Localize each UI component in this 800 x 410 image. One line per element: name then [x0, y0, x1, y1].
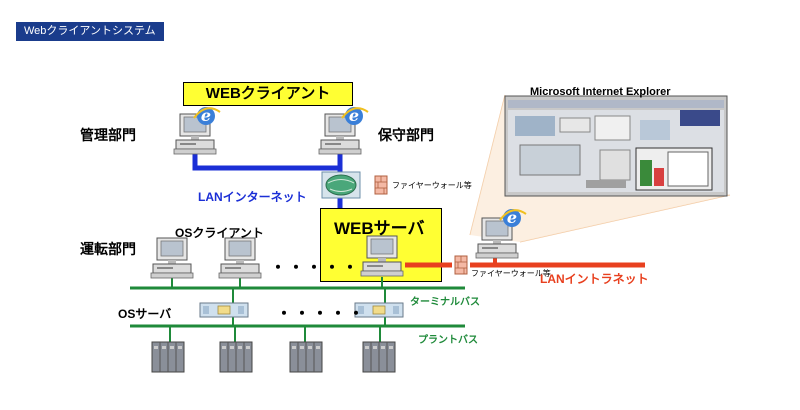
screenshot-title: Microsoft Internet Explorer [530, 86, 671, 98]
ie-screenshot-window [504, 95, 728, 197]
management-dept-label: 管理部門 [80, 127, 136, 143]
maintenance-dept-label: 保守部門 [378, 127, 434, 143]
internet-globe-icon [321, 171, 361, 199]
firewall-label-1: ファイヤーウォール等 [392, 181, 472, 190]
os-client-label: OSクライアント [175, 226, 264, 240]
page-title: Webクライアントシステム [16, 22, 164, 41]
web-client-label: WEBクライアント [183, 82, 353, 106]
os-client-ellipsis: ・・・・・ [270, 258, 361, 277]
os-server-ellipsis: ・・・・・ [276, 304, 367, 323]
plant-bus-label: プラントバス [418, 335, 478, 346]
firewall-label-2: ファイヤーウォール等 [471, 269, 551, 278]
os-server-label: OSサーバ [118, 307, 172, 321]
web-server-label: WEBサーバ [334, 219, 425, 238]
lan-internet-label: LANインターネット [198, 190, 307, 204]
operations-dept-label: 運転部門 [80, 241, 136, 257]
lan-intranet-label: LANイントラネット [540, 272, 649, 286]
lan-internet-line [192, 150, 343, 171]
terminal-bus-label: ターミナルバス [410, 297, 480, 308]
